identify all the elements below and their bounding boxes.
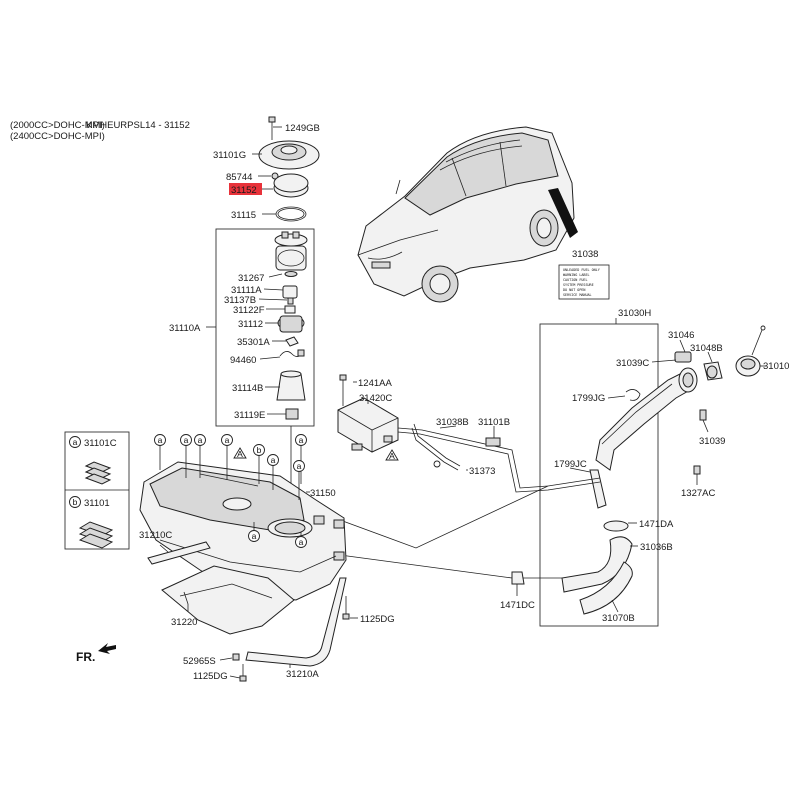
- pump-module-parts[interactable]: [274, 231, 308, 420]
- label-31101G[interactable]: 31101G: [213, 150, 246, 161]
- label-1125DG-top[interactable]: 1125DG: [360, 614, 395, 625]
- engine-variant-2: (2400CC>DOHC-MPI): [10, 131, 105, 142]
- legend-box: [64, 431, 130, 550]
- svg-text:a: a: [158, 435, 163, 445]
- highlight-31152: [229, 183, 262, 195]
- svg-text:a: a: [73, 437, 78, 447]
- label-1799JG[interactable]: 1799JG: [572, 393, 605, 404]
- front-arrow-icon: [98, 643, 116, 654]
- label-31114B[interactable]: 31114B: [232, 383, 263, 394]
- label-31046[interactable]: 31046: [668, 330, 694, 341]
- label-31267[interactable]: 31267: [238, 273, 264, 284]
- svg-text:a: a: [271, 455, 276, 465]
- fuel-tank[interactable]: [139, 461, 347, 601]
- label-31210C[interactable]: 31210C: [139, 530, 172, 541]
- label-31070B[interactable]: 31070B: [602, 613, 635, 624]
- pump-flange-assembly[interactable]: [258, 116, 320, 222]
- svg-text:DO NOT OPEN: DO NOT OPEN: [563, 288, 585, 292]
- label-1125DG-bottom[interactable]: 1125DG: [193, 671, 228, 682]
- svg-text:A: A: [389, 451, 395, 461]
- label-31010[interactable]: 31010: [763, 361, 789, 372]
- label-31039C[interactable]: 31039C: [616, 358, 649, 369]
- filler-neck-box: [539, 323, 659, 627]
- label-31119E[interactable]: 31119E: [234, 410, 265, 421]
- label-31373[interactable]: 31373: [469, 466, 495, 477]
- svg-text:b: b: [73, 497, 78, 507]
- label-31036B[interactable]: 31036B: [640, 542, 673, 553]
- vehicle-illustration: [357, 126, 575, 303]
- label-31210A[interactable]: 31210A: [286, 669, 319, 680]
- label-31110A[interactable]: 31110A: [169, 323, 201, 334]
- label-31220[interactable]: 31220: [171, 617, 197, 628]
- label-31030H[interactable]: 31030H: [618, 308, 651, 319]
- clamp-1471DC[interactable]: [511, 571, 525, 585]
- svg-text:b: b: [257, 445, 262, 455]
- label-1799JC[interactable]: 1799JC: [554, 459, 587, 470]
- label-1471DA[interactable]: 1471DA: [639, 519, 674, 530]
- tank-heat-shield[interactable]: [161, 565, 295, 635]
- filler-neck-parts[interactable]: [561, 325, 766, 615]
- svg-text:a: a: [184, 435, 189, 445]
- svg-text:UNLEADED FUEL ONLY: UNLEADED FUEL ONLY: [563, 268, 600, 272]
- legend-item-a: a 31101C: [69, 436, 117, 485]
- label-31111A[interactable]: 31111A: [231, 285, 262, 296]
- svg-text:a: a: [299, 537, 304, 547]
- label-31112[interactable]: 31112: [238, 319, 263, 330]
- svg-text:WARNING LABEL: WARNING LABEL: [563, 273, 590, 277]
- tank-callouts: a a a a A b a a a a a A: [154, 434, 399, 548]
- label-31150[interactable]: 31150: [310, 488, 336, 499]
- label-1327AC[interactable]: 1327AC: [681, 488, 715, 499]
- svg-text:31101: 31101: [84, 498, 110, 509]
- vapour-lines[interactable]: [397, 423, 601, 493]
- label-1241AA[interactable]: 1241AA: [358, 378, 392, 389]
- svg-text:a: a: [297, 461, 302, 471]
- label-31038B[interactable]: 31038B: [436, 417, 469, 428]
- label-52965S[interactable]: 52965S: [183, 656, 216, 667]
- legend-item-b: b 31101: [69, 496, 114, 549]
- label-31039[interactable]: 31039: [699, 436, 725, 447]
- svg-text:a: a: [198, 435, 203, 445]
- svg-text:a: a: [299, 435, 304, 445]
- label-31115[interactable]: 31115: [231, 210, 256, 221]
- label-85744[interactable]: 85744: [226, 172, 252, 183]
- svg-text:SERVICE MANUAL: SERVICE MANUAL: [563, 293, 592, 297]
- label-31420C[interactable]: 31420C: [359, 393, 392, 404]
- svg-text:a: a: [252, 531, 257, 541]
- label-35301A[interactable]: 35301A: [237, 337, 270, 348]
- label-1471DC[interactable]: 1471DC: [500, 600, 535, 611]
- front-direction-label: FR.: [76, 650, 95, 664]
- label-94460[interactable]: 94460: [230, 355, 256, 366]
- canister-assembly[interactable]: [337, 374, 399, 453]
- engine-variant-1: (2000CC>DOHC-MPI): [10, 120, 105, 131]
- label-31101B[interactable]: 31101B: [478, 417, 510, 428]
- label-1249GB[interactable]: 1249GB: [285, 123, 320, 134]
- vin-overlay-text: KMHEURPSL14 - 31152: [86, 120, 190, 131]
- svg-text:SYSTEM PRESSURE: SYSTEM PRESSURE: [563, 283, 594, 287]
- label-31038[interactable]: 31038: [572, 249, 598, 260]
- pointer-31038: [548, 188, 578, 238]
- label-31122F[interactable]: 31122F: [233, 305, 265, 316]
- warning-label: UNLEADED FUEL ONLY WARNING LABEL CAUTION…: [558, 264, 610, 300]
- label-31152[interactable]: 31152: [231, 185, 257, 196]
- svg-text:31101C: 31101C: [84, 438, 117, 449]
- tank-straps[interactable]: [147, 541, 347, 667]
- label-31137B[interactable]: 31137B: [224, 295, 256, 306]
- label-31048B[interactable]: 31048B: [690, 343, 723, 354]
- strap-bolts[interactable]: [232, 596, 350, 682]
- svg-text:CAUTION FUEL: CAUTION FUEL: [563, 278, 588, 282]
- pump-module-box: [215, 228, 315, 427]
- svg-text:a: a: [225, 435, 230, 445]
- svg-text:A: A: [237, 449, 243, 459]
